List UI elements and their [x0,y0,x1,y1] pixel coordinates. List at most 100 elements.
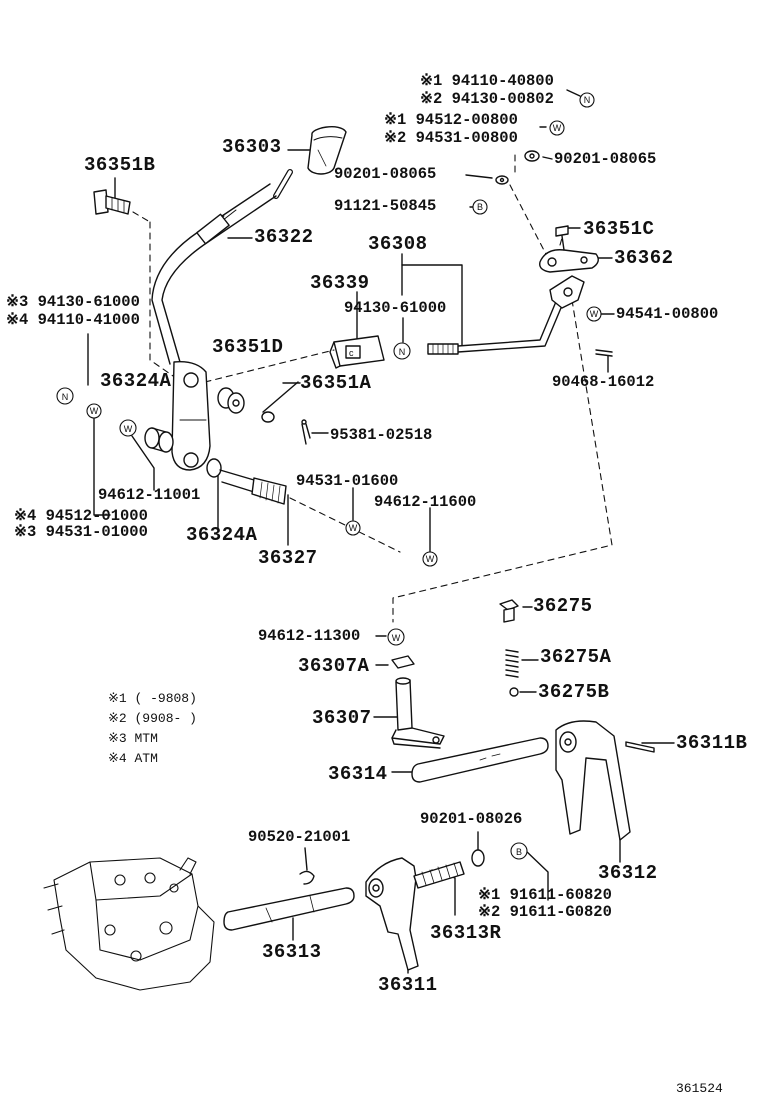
label-94130-61000-right: 94130-61000 [344,299,447,317]
svg-text:c: c [349,348,354,358]
sym-w-6: W [426,554,435,564]
footnote-3: ※3 MTM [108,731,158,746]
spring-36275A [505,649,519,678]
label-91611-G0820: ※2 91611-G0820 [478,903,612,921]
label-90201-08065-left: 90201-08065 [334,165,437,183]
label-94612-11300: 94612-11300 [258,627,361,645]
washer-symbol-4 [119,419,137,437]
label-90468-16012: 90468-16012 [552,373,655,391]
diagram-id: 361524 [676,1081,723,1096]
label-36275: 36275 [533,595,593,617]
fork-36312 [555,720,631,841]
clip-90520 [299,870,315,885]
bushing-36351D [217,387,245,414]
label-36351D: 36351D [212,336,284,358]
cushion-36339: c [329,335,385,369]
spring-36313R [413,861,465,889]
sym-w-3: W [90,406,99,416]
pivot-36327 [206,458,287,505]
label-36311B: 36311B [676,732,748,754]
shift-lever-36322 [151,169,293,471]
label-36303: 36303 [222,136,282,158]
bolt-symbol-2 [510,842,528,860]
label-94531-01000: ※3 94531-01000 [14,523,148,541]
label-90520-21001: 90520-21001 [248,828,351,846]
label-94130-00802: ※2 94130-00802 [420,90,554,108]
washer-symbol-6 [422,551,438,567]
washer-symbol-3 [86,403,102,419]
label-94110-40800: ※1 94110-40800 [420,72,554,90]
sym-n-1: N [584,95,591,105]
label-36307A: 36307A [298,655,370,677]
label-36311: 36311 [378,974,438,996]
label-36275A: 36275A [540,646,612,668]
label-94512-01000: ※4 94512-01000 [14,507,148,525]
label-36322: 36322 [254,226,314,248]
bolt-36351B [93,189,131,215]
washer-symbol-7 [387,628,405,646]
sym-w-5: W [349,523,358,533]
label-36307: 36307 [312,707,372,729]
bracket-36362 [539,225,599,273]
label-94612-11001: 94612-11001 [98,486,201,504]
label-36275B: 36275B [538,681,610,703]
nut-symbol-3 [56,387,74,405]
label-94531-00800: ※2 94531-00800 [384,129,518,147]
bolt-symbol-1 [472,199,488,215]
sym-w-1: W [553,123,562,133]
sym-n-3: N [62,392,69,402]
label-36339: 36339 [310,272,370,294]
sym-b-1: B [477,202,483,212]
pin-36311B [625,741,655,753]
label-36324A-bottom: 36324A [186,524,258,546]
ball-36275B [509,687,519,697]
label-36351A: 36351A [300,372,372,394]
label-91121-50845: 91121-50845 [334,197,437,215]
label-94130-61000-left: ※3 94130-61000 [6,293,140,311]
label-94612-11600: 94612-11600 [374,493,477,511]
label-36308: 36308 [368,233,428,255]
label-36351C: 36351C [583,218,655,240]
small-washers [261,150,540,423]
label-90201-08026: 90201-08026 [420,810,523,828]
label-36313: 36313 [262,941,322,963]
label-90201-08065-right: 90201-08065 [554,150,657,168]
nut-symbol-2 [393,342,411,360]
footnote-1: ※1 ( -9808) [108,691,197,706]
dashed-alignment-lines [132,154,613,623]
label-94110-41000: ※4 94110-41000 [6,311,140,329]
label-36314: 36314 [328,763,388,785]
label-94512-00800: ※1 94512-00800 [384,111,518,129]
label-36351B: 36351B [84,154,156,176]
pin-90468 [595,349,613,357]
symbol-markers [56,92,602,860]
label-91611-60820: ※1 91611-60820 [478,886,612,904]
fork-36311 [365,857,419,971]
label-36327: 36327 [258,547,318,569]
label-95381-02518: 95381-02518 [330,426,433,444]
cotter-pin-95381 [301,419,311,445]
symbol-letters: N W B N W N W W W W W B [62,95,599,857]
shaft-36313 [223,887,355,931]
washer-symbol-2 [586,306,602,322]
washer-symbol-5 [345,520,361,536]
sym-n-2: N [399,347,406,357]
footnote-4: ※4 ATM [108,751,158,766]
footnotes: ※1 ( -9808) ※2 (9908- ) ※3 MTM ※4 ATM [108,692,197,772]
washer-symbol-1 [549,120,565,136]
bushing-36324A-upper [144,427,174,453]
plug-36275 [499,599,519,623]
label-36362: 36362 [614,247,674,269]
nut-symbol-1 [579,92,595,108]
sym-w-2: W [590,309,599,319]
shaft-36314 [411,737,549,783]
label-94531-01600: 94531-01600 [296,472,399,490]
transfer-case-housing [43,857,215,991]
label-94541-00800: 94541-00800 [616,305,719,323]
shift-knob-36303 [307,126,347,175]
lever-rod-36308 [427,275,585,355]
footnote-2: ※2 (9908- ) [108,711,197,726]
lever-36307 [391,655,445,749]
